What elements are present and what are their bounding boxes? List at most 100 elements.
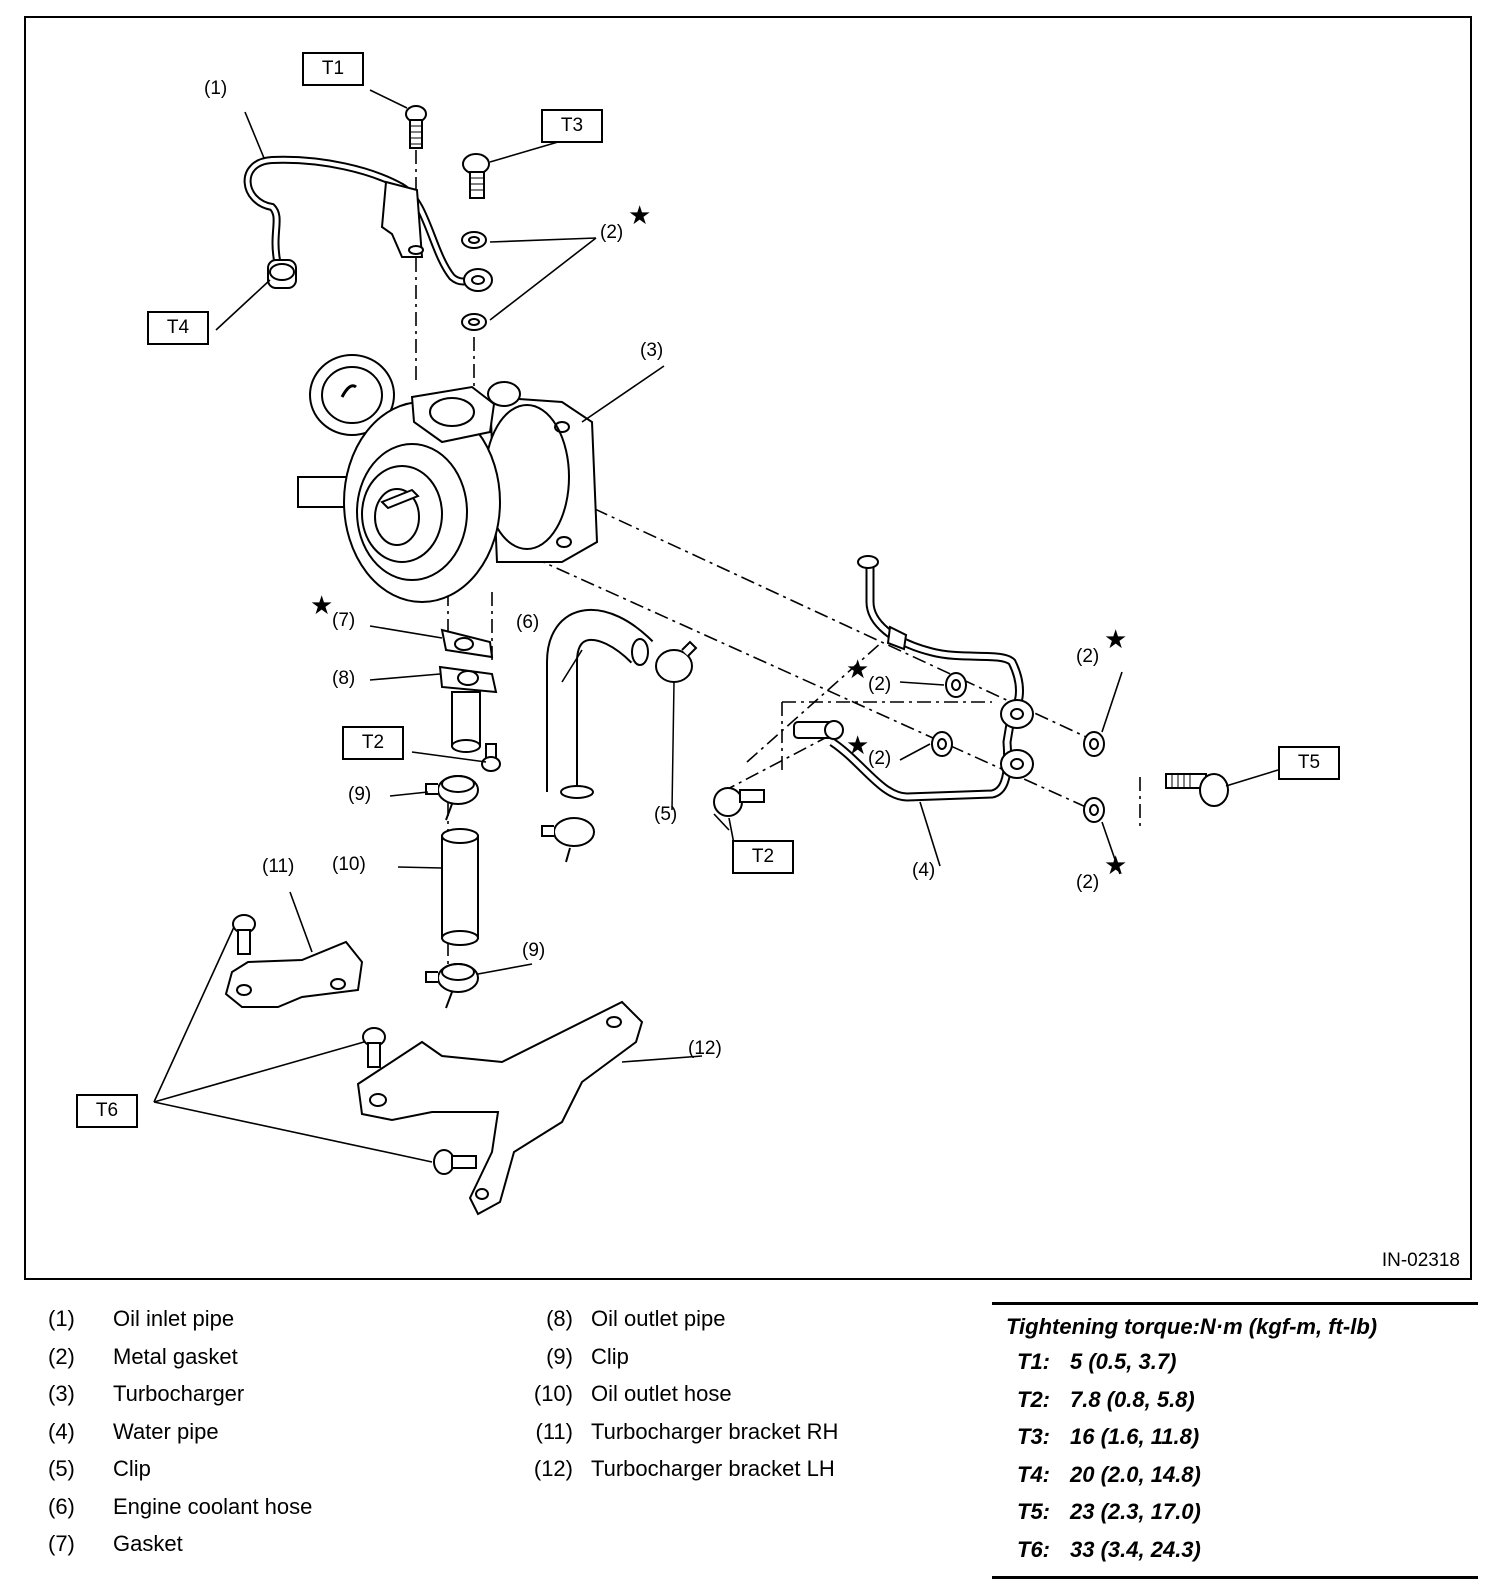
star-icon: ★ xyxy=(1104,624,1128,654)
legend-num: (8) xyxy=(546,1306,573,1331)
legend-item: (8) Oil outlet pipe xyxy=(500,1300,838,1338)
label-2-right-bottom: (2) xyxy=(1076,872,1100,893)
legend-column-1: (1) Oil inlet pipe (2) Metal gasket (3)Tur… xyxy=(48,1300,312,1563)
legend-item: (9) Clip xyxy=(500,1338,838,1376)
bolt-t2-lower xyxy=(481,743,501,772)
torque-key: T2: xyxy=(1017,1386,1050,1412)
label-6: (6) xyxy=(516,612,540,633)
torque-value: 5 (0.5, 3.7) xyxy=(1070,1349,1177,1374)
label-3: (3) xyxy=(640,340,664,361)
torque-key: T3: xyxy=(1017,1424,1050,1449)
engine-coolant-hose xyxy=(546,609,654,799)
oil-inlet-pipe xyxy=(243,155,493,292)
torque-key: T5: xyxy=(1017,1499,1050,1524)
label-5: (5) xyxy=(654,804,678,825)
torque-row: T4:20 (2.0, 14.8) xyxy=(992,1456,1478,1494)
legend-num: (10) xyxy=(533,1381,573,1406)
legend-num: (1) xyxy=(48,1306,75,1331)
legend-num: (11) xyxy=(535,1418,574,1444)
torque-row: T5: 23 (2.3, 17.0) xyxy=(992,1493,1478,1531)
legend-label: Gasket xyxy=(113,1531,183,1556)
legend-num: (3) xyxy=(48,1381,75,1406)
water-pipe xyxy=(793,555,1034,802)
star-icon: ★ xyxy=(628,200,652,230)
torque-row: T3: 16 (1.6, 11.8) xyxy=(992,1418,1478,1456)
torque-value: 23 (2.3, 17.0) xyxy=(1070,1499,1201,1524)
legend-label: Engine coolant hose xyxy=(113,1493,313,1519)
clip-5-hose-lower xyxy=(541,817,595,863)
label-1: (1) xyxy=(204,78,228,99)
tightening-torque-table: Tightening torque:N·m (kgf-m, ft-lb) T1:… xyxy=(992,1302,1478,1579)
figure-id: IN-02318 xyxy=(1381,1250,1460,1271)
label-8: (8) xyxy=(332,668,356,689)
label-2-mid-b: (2) xyxy=(868,748,892,769)
callout-t4: T4 xyxy=(147,311,209,345)
leader-lines xyxy=(153,89,1279,1163)
legend-label: Metal gasket xyxy=(113,1343,238,1369)
label-2-top: (2) xyxy=(600,222,624,243)
legend-label: Oil outlet hose xyxy=(591,1381,732,1406)
star-icon: ★ xyxy=(1104,850,1128,880)
torque-key: T1: xyxy=(1017,1349,1050,1374)
legend-item: (11) Turbocharger bracket RH xyxy=(500,1413,839,1451)
legend-num: (9) xyxy=(546,1343,573,1369)
oil-outlet-hose xyxy=(441,828,479,946)
torque-row: T6: 33 (3.4, 24.3) xyxy=(992,1531,1478,1569)
bolt-t3 xyxy=(462,153,490,199)
legend-num: (5) xyxy=(48,1456,75,1481)
legend-label: Oil outlet pipe xyxy=(591,1306,726,1331)
exploded-diagram: .cbox { position:absolute; border:2px so… xyxy=(24,16,1472,1280)
legend-item: (3)Turbocharger xyxy=(48,1375,312,1413)
callout-t3: T3 xyxy=(541,109,603,143)
label-7: (7) xyxy=(332,610,356,631)
legend-label: Turbocharger bracket LH xyxy=(591,1456,835,1481)
legend-num: (2) xyxy=(48,1343,75,1369)
diagram-drawing xyxy=(153,89,1279,1216)
torque-value: 16 (1.6, 11.8) xyxy=(1070,1424,1200,1449)
legend-item: (10) Oil outlet hose xyxy=(500,1375,838,1413)
legend-item: (6) Engine coolant hose xyxy=(48,1488,312,1526)
callout-t2-clip: T2 xyxy=(732,840,794,874)
legend-item: (2) Metal gasket xyxy=(48,1338,312,1376)
bolt-t6-c xyxy=(433,1149,477,1175)
star-icon: ★ xyxy=(846,654,870,684)
torque-key: T6: xyxy=(1017,1536,1050,1562)
legend-num: (7) xyxy=(48,1531,75,1556)
label-11: (11) xyxy=(262,856,295,877)
torque-value: 7.8 (0.8, 5.8) xyxy=(1070,1386,1195,1412)
bolt-t6-a xyxy=(232,914,256,955)
legend-label: Oil inlet pipe xyxy=(113,1306,235,1331)
legend-num: (12) xyxy=(533,1456,573,1481)
oil-outlet-pipe xyxy=(438,665,498,753)
legend-item: (12) Turbocharger bracket LH xyxy=(500,1450,838,1488)
turbocharger xyxy=(297,354,599,603)
gaskets-water-pipe xyxy=(931,672,1105,823)
legend-num: (6) xyxy=(48,1493,75,1519)
clip-9-upper xyxy=(425,775,479,821)
callout-t1: T1 xyxy=(302,52,364,86)
legend-item: (4)Water pipe xyxy=(48,1413,312,1451)
legend-num: (4) xyxy=(48,1418,75,1444)
bolt-t5 xyxy=(1165,773,1229,807)
legend-item: (1) Oil inlet pipe xyxy=(48,1300,312,1338)
legend-item: (7) Gasket xyxy=(48,1525,312,1563)
label-2-right-top: (2) xyxy=(1076,646,1100,667)
torque-row: T1: 5 (0.5, 3.7) xyxy=(992,1343,1478,1381)
legend-label: Clip xyxy=(113,1456,151,1481)
bolt-t2-clip xyxy=(713,787,765,817)
torque-value: 33 (3.4, 24.3) xyxy=(1070,1536,1201,1562)
torque-row: T2: 7.8 (0.8, 5.8) xyxy=(992,1381,1478,1419)
legend-item: (5) Clip xyxy=(48,1450,312,1488)
gaskets-top xyxy=(461,231,487,331)
callouts: .cbox { position:absolute; border:2px so… xyxy=(26,18,1474,1282)
turbocharger-bracket-lh xyxy=(356,1000,644,1216)
bolt-t6-b xyxy=(362,1027,386,1068)
legend-label: Clip xyxy=(591,1343,629,1369)
legend-label: Turbocharger bracket RH xyxy=(591,1418,839,1444)
gasket-7 xyxy=(440,628,494,659)
torque-value: 20 (2.0, 14.8) xyxy=(1070,1461,1201,1487)
legend-column-2: (8) Oil outlet pipe (9) Clip (10) Oil outle… xyxy=(500,1300,839,1488)
star-icon: ★ xyxy=(310,590,334,620)
label-9-lower: (9) xyxy=(522,940,546,961)
label-4: (4) xyxy=(912,860,936,881)
